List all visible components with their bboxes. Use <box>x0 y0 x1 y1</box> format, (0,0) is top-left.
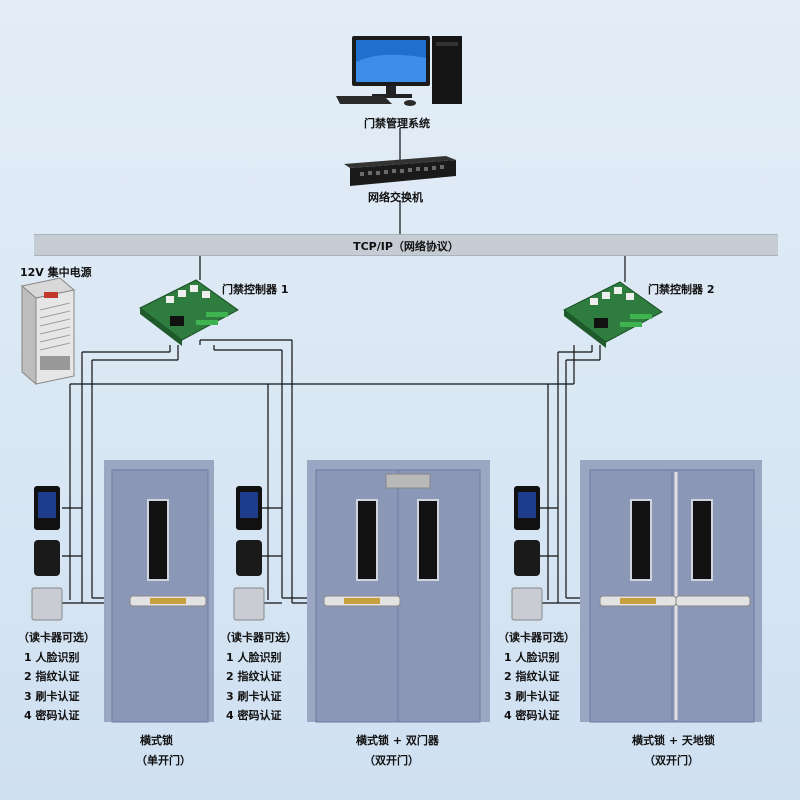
controller-1-label: 门禁控制器 1 <box>222 283 289 296</box>
pc-label: 门禁管理系统 <box>364 117 430 130</box>
reader-option: 1 人脸识别 <box>24 650 80 664</box>
door-1-type: （单开门） <box>136 754 191 767</box>
reader-options-2: （读卡器可选） 1 人脸识别 2 指纹认证 3 刷卡认证 4 密码认证 <box>220 628 297 726</box>
card-reader-icon <box>34 540 540 576</box>
reader-option: 2 指纹认证 <box>504 670 560 683</box>
reader-option: 1 人脸识别 <box>226 650 282 664</box>
switch-label: 网络交换机 <box>368 191 423 204</box>
single-door <box>104 460 214 723</box>
door-3-lock: 横式锁 + 天地锁 <box>632 734 715 747</box>
reader-options-title: （读卡器可选） <box>498 631 575 644</box>
double-door-rod <box>580 460 762 723</box>
reader-options-title: （读卡器可选） <box>18 631 95 644</box>
reader-option: 1 人脸识别 <box>504 650 560 664</box>
door-3-type: （双开门） <box>644 754 699 767</box>
door-2-type: （双开门） <box>364 754 419 767</box>
reader-options-3: （读卡器可选） 1 人脸识别 2 指纹认证 3 刷卡认证 4 密码认证 <box>498 628 575 726</box>
reader-option: 2 指纹认证 <box>226 670 282 683</box>
door-1-lock: 横式锁 <box>140 734 173 747</box>
reader-option: 3 刷卡认证 <box>24 689 80 703</box>
door-2-lock: 横式锁 + 双门器 <box>356 734 439 747</box>
reader-option: 4 密码认证 <box>24 709 80 722</box>
controller-2-label: 门禁控制器 2 <box>648 283 715 296</box>
double-door-closer <box>307 460 490 723</box>
bus-label: TCP/IP（网络协议） <box>353 240 459 253</box>
reader-option: 4 密码认证 <box>226 709 282 722</box>
reader-option: 3 刷卡认证 <box>226 689 282 703</box>
reader-options-1: （读卡器可选） 1 人脸识别 2 指纹认证 3 刷卡认证 4 密码认证 <box>18 628 95 726</box>
face-reader-icon <box>34 486 540 530</box>
reader-option: 2 指纹认证 <box>24 670 80 683</box>
tcp-ip-bus: TCP/IP（网络协议） <box>34 234 778 256</box>
power-label: 12V 集中电源 <box>20 266 92 279</box>
reader-option: 3 刷卡认证 <box>504 689 560 703</box>
reader-options-title: （读卡器可选） <box>220 631 297 644</box>
keypad-icon <box>31 587 543 621</box>
reader-option: 4 密码认证 <box>504 709 560 722</box>
